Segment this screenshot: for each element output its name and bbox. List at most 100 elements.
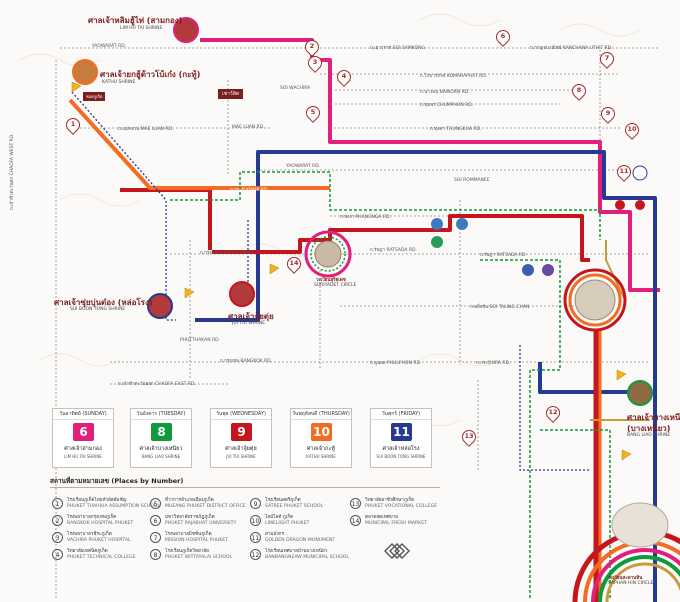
day-name: วันศุกร์ (FRIDAY) [371, 409, 431, 420]
day-box-thursday: วันพฤหัสบดี (THURSDAY) 10 ศาลเจ้ากะทู้ K… [290, 408, 352, 468]
day-route-number: 6 [73, 423, 94, 441]
place-name-th: โรงพยาบาลมิชชั่นภูเก็ต [165, 532, 212, 537]
road-label: ถ.รัษฎา RATSADA RD. [370, 248, 417, 253]
place-number: 10 [250, 515, 261, 526]
road-label: ถ.กระบี่ KRA RD. [476, 361, 511, 366]
day-box-sunday: วันอาทิตย์ (SUNDAY) 6 ศาลเจ้าสามกอง LIM … [52, 408, 114, 468]
place-number: 12 [250, 549, 261, 560]
place-number: 2 [52, 515, 63, 526]
place-number: 13 [350, 498, 361, 509]
place-number: 6 [150, 515, 161, 526]
place-name-th: โรงเรียนเทศบาลบ้านบางเหนียว [265, 549, 328, 554]
sui-boon-tong-shrine-en: SUI BOON TONG SHRINE [70, 307, 126, 312]
bang-liao-shrine-title: ศาลเจ้าบางเหนียว [627, 413, 680, 422]
saphan-hin-rings [572, 502, 680, 602]
road-label: ถ.ทุ่งคา THUNGKHA RD. [430, 127, 482, 132]
road-label: ถ.ชุมพร CHUMPHON RD. [420, 103, 474, 108]
place-name-en: PHUKET VOCATIONAL COLLEGE [365, 504, 438, 509]
jui-tui-shrine-en: JUI TUI SHRINE [232, 321, 266, 326]
suriyadet-circle-shape [304, 230, 352, 278]
road-label: ถ.เจ้าฟ้าตะวันออก CHAOFA EAST RD. [118, 382, 196, 387]
road-label: YAOWARAT RD. [92, 44, 127, 49]
road-label: ถ.พูนผล PHULPHON RD. [370, 361, 422, 366]
knot-ornament-icon [384, 543, 410, 559]
day-route-number: 10 [311, 423, 332, 441]
day-shrine-th: ศาลเจ้าบางเหนียว [139, 446, 183, 452]
road-label: ถ.พังงา PHANGNGA RD. [340, 215, 391, 220]
suriyadet-circle-title: วงเวียนสุริยเดช [316, 278, 346, 283]
road-label: ถ.กรุงเทพ BANGKOK RD. [220, 359, 273, 364]
day-shrine-th: ศาลเจ้าจุ้ยตุ่ย [225, 446, 257, 452]
map-badge: เชาว์ลิต [218, 89, 244, 99]
place-name-th: โรงเรียนภูเก็ตวิทยาลัย [165, 549, 209, 554]
road-label: ถ.เยาวราช SOI SAMKONG [370, 46, 425, 51]
place-name-th: โรงเรียนสตรีภูเก็ต [265, 498, 301, 503]
day-shrine-en: JUI TUI SHRINE [226, 454, 256, 459]
place-name-th: โรงพยาบาลกรุงเทพภูเก็ต [67, 515, 117, 520]
road-label: YAOWARAT RD. [286, 164, 321, 169]
road-label: ถ.ดีบุก DIBUK RD. [430, 145, 468, 150]
route-red [212, 214, 590, 262]
flag-markers [71, 81, 632, 461]
place-name-en: MISSION HOSPITAL PHUKET [165, 538, 229, 543]
day-shrine-en: KATHU SHRINE [306, 454, 336, 459]
road-label: ถ.กระบี่ KRABI RD. [230, 188, 269, 193]
place-name-en: MUEANG PHUKET DISTRICT OFFICE [165, 504, 246, 509]
road-label: PHUTTHAKAN RD. [180, 338, 221, 343]
kathu-shrine-en: KATHU SHRINE [102, 80, 136, 85]
lim-hu-tai-shrine-title: ศาลเจ้าหลิมฮู้ไท่ (สามกอง) [88, 16, 183, 25]
place-name-en: PHUKET THAIHUA ASSUMPTION SCHOOL [67, 504, 161, 509]
place-name-en: VACHIRA PHUKET HOSPITAL [67, 538, 131, 543]
place-name-en: GOLDEN DRAGON MONUMENT [265, 538, 336, 543]
road-label: SOI WACHIRA [280, 86, 311, 91]
place-name-en: PHUKET TECHNICAL COLLEGE [67, 555, 136, 560]
road-label: ถ.แม่หลวน MAE LUAN RD. [118, 127, 174, 132]
legend-title: สถานที่ตามหมายเลข (Places by Number) [50, 477, 184, 485]
day-shrine-en: SUI BOON TONG SHRINE [376, 454, 426, 459]
saphan-hin-circle-title: วงเวียนสะพานหิน [608, 576, 643, 581]
route-green [170, 171, 601, 240]
sui-boon-tong-shrine-title: ศาลเจ้าซุ่ยบุ่นต๋อง (หล่อโรง) [54, 298, 153, 307]
place-name-en: MUNICIPAL FRESH MARKET [365, 521, 427, 526]
place-name-th: โรงพยาบาลวชิระภูเก็ต [67, 532, 112, 537]
kathu-shrine-title: ศาลเจ้ายกฮู้ต้าวโบ้เก๋ง (กะทู้) [100, 70, 201, 79]
place-name-en: BANBANGNEAW MUNICIPAL SCHOOL [265, 555, 349, 560]
place-number: 14 [350, 515, 361, 526]
place-number: 7 [150, 532, 161, 543]
road-label: ถ.ตลิ่งชัน SOI TALING CHAN [470, 305, 530, 310]
day-box-friday: วันศุกร์ (FRIDAY) 11 ศาลเจ้าหล่อโรง SUI … [370, 408, 432, 468]
day-route-number: 8 [151, 423, 172, 441]
road-label: ถ.รัษฎา RATSADA RD. [480, 253, 527, 258]
bang-liao-shrine-title-2: (บางเหนียว) [627, 424, 671, 433]
road-network [55, 47, 660, 598]
road-label: ถ.นาวอน NAWORN RD. [420, 90, 470, 95]
place-name-th: ที่ว่าการอำเภอเมืองภูเก็ต [165, 498, 214, 503]
place-number: 1 [52, 498, 63, 509]
route-blue [195, 150, 657, 602]
suriyadet-circle-en: SURIYADET CIRCLE [314, 283, 357, 288]
place-number: 4 [52, 549, 63, 560]
route-orange [68, 98, 330, 190]
day-box-tuesday: วันอังคาร (TUESDAY) 8 ศาลเจ้าบางเหนียว B… [130, 408, 192, 468]
day-shrine-th: ศาลเจ้ากะทู้ [306, 446, 336, 452]
place-name-en: LIMELIGHT PHUKET [265, 521, 310, 526]
place-name-en: PHUKET WITTAYALAI SCHOOL [165, 555, 233, 560]
day-route-number: 11 [391, 423, 412, 441]
place-name-en: SATREE PHUKET SCHOOL [265, 504, 324, 509]
place-number: 9 [250, 498, 261, 509]
day-shrine-en: BANG LIAO SHRINE [141, 454, 181, 459]
place-name-th: ไลม์ไลท์ ภูเก็ต [265, 515, 294, 520]
stop-icons [431, 165, 648, 276]
road-label: MAE LUAN RD. [232, 125, 265, 130]
